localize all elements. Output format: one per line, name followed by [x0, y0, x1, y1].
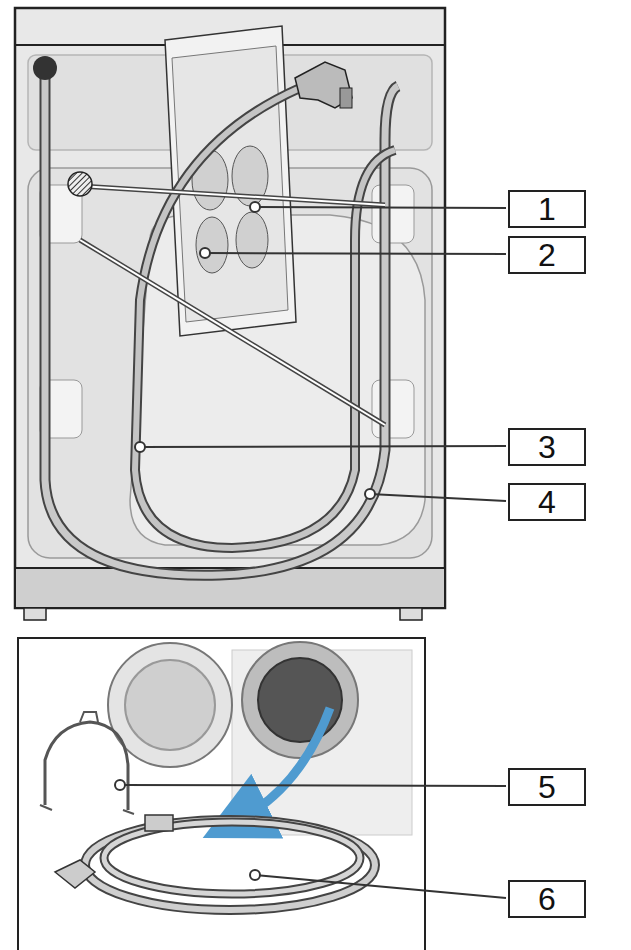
callout-number: 1 — [508, 190, 586, 228]
callout-number: 4 — [508, 483, 586, 521]
callout-number: 2 — [508, 236, 586, 274]
callout-number: 5 — [508, 768, 586, 806]
callout-number: 3 — [508, 428, 586, 466]
callout-number: 6 — [508, 880, 586, 918]
